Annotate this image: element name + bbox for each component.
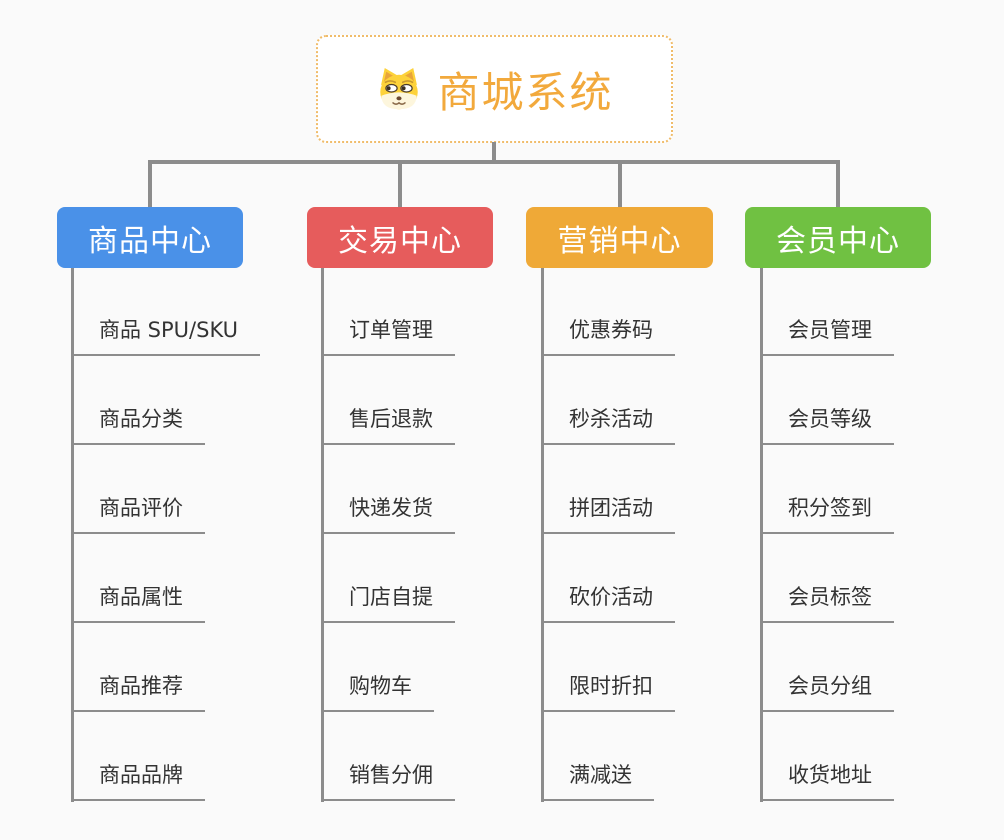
child-node[interactable]: 收货地址 — [760, 759, 894, 801]
child-node[interactable]: 购物车 — [321, 670, 434, 712]
connector-root-stem — [492, 142, 496, 162]
child-node[interactable]: 商品品牌 — [71, 759, 205, 801]
child-node[interactable]: 拼团活动 — [541, 492, 675, 534]
branch-children-goods: 商品 SPU/SKU 商品分类 商品评价 商品属性 商品推荐 商品品牌 — [71, 268, 321, 808]
child-node[interactable]: 快递发货 — [321, 492, 455, 534]
branch-trunk-line — [760, 268, 763, 802]
child-node[interactable]: 销售分佣 — [321, 759, 455, 801]
child-node[interactable]: 商品属性 — [71, 581, 205, 623]
branch-trunk-line — [71, 268, 74, 802]
child-node[interactable]: 积分签到 — [760, 492, 894, 534]
child-node[interactable]: 砍价活动 — [541, 581, 675, 623]
branch-node-marketing-center[interactable]: 营销中心 — [526, 207, 713, 268]
child-node[interactable]: 会员标签 — [760, 581, 894, 623]
branch-node-label: 会员中心 — [776, 223, 900, 259]
root-node[interactable]: 商城系统 — [316, 35, 673, 143]
branch-node-goods-center[interactable]: 商品中心 — [57, 207, 243, 268]
branch-node-label: 交易中心 — [338, 223, 462, 259]
child-node[interactable]: 会员等级 — [760, 403, 894, 445]
child-node[interactable]: 会员分组 — [760, 670, 894, 712]
branch-children-member: 会员管理 会员等级 积分签到 会员标签 会员分组 收货地址 — [760, 268, 1004, 808]
connector-drop-line — [148, 160, 152, 208]
branch-node-label: 营销中心 — [557, 223, 682, 259]
branch-node-trade-center[interactable]: 交易中心 — [307, 207, 493, 268]
child-node[interactable]: 满减送 — [541, 759, 654, 801]
child-node[interactable]: 商品评价 — [71, 492, 205, 534]
child-node[interactable]: 商品分类 — [71, 403, 205, 445]
connector-horizontal — [148, 160, 840, 164]
dog-face-icon — [375, 65, 423, 113]
connector-drop-line — [618, 160, 622, 208]
child-node[interactable]: 门店自提 — [321, 581, 455, 623]
branch-children-marketing: 优惠券码 秒杀活动 拼团活动 砍价活动 限时折扣 满减送 — [541, 268, 791, 808]
child-node[interactable]: 商品 SPU/SKU — [71, 314, 261, 356]
branch-trunk-line — [541, 268, 544, 802]
branch-node-label: 商品中心 — [88, 223, 212, 259]
child-node[interactable]: 售后退款 — [321, 403, 455, 445]
branch-trunk-line — [321, 268, 324, 802]
root-node-label: 商城系统 — [437, 67, 614, 117]
child-node[interactable]: 优惠券码 — [541, 314, 675, 356]
connector-drop-line — [398, 160, 402, 208]
child-node[interactable]: 订单管理 — [321, 314, 455, 356]
connector-drop-line — [836, 160, 840, 208]
branch-node-member-center[interactable]: 会员中心 — [745, 207, 931, 268]
child-node[interactable]: 会员管理 — [760, 314, 894, 356]
child-node[interactable]: 限时折扣 — [541, 670, 675, 712]
branch-children-trade: 订单管理 售后退款 快递发货 门店自提 购物车 销售分佣 — [321, 268, 571, 808]
child-node[interactable]: 商品推荐 — [71, 670, 205, 712]
child-node[interactable]: 秒杀活动 — [541, 403, 675, 445]
